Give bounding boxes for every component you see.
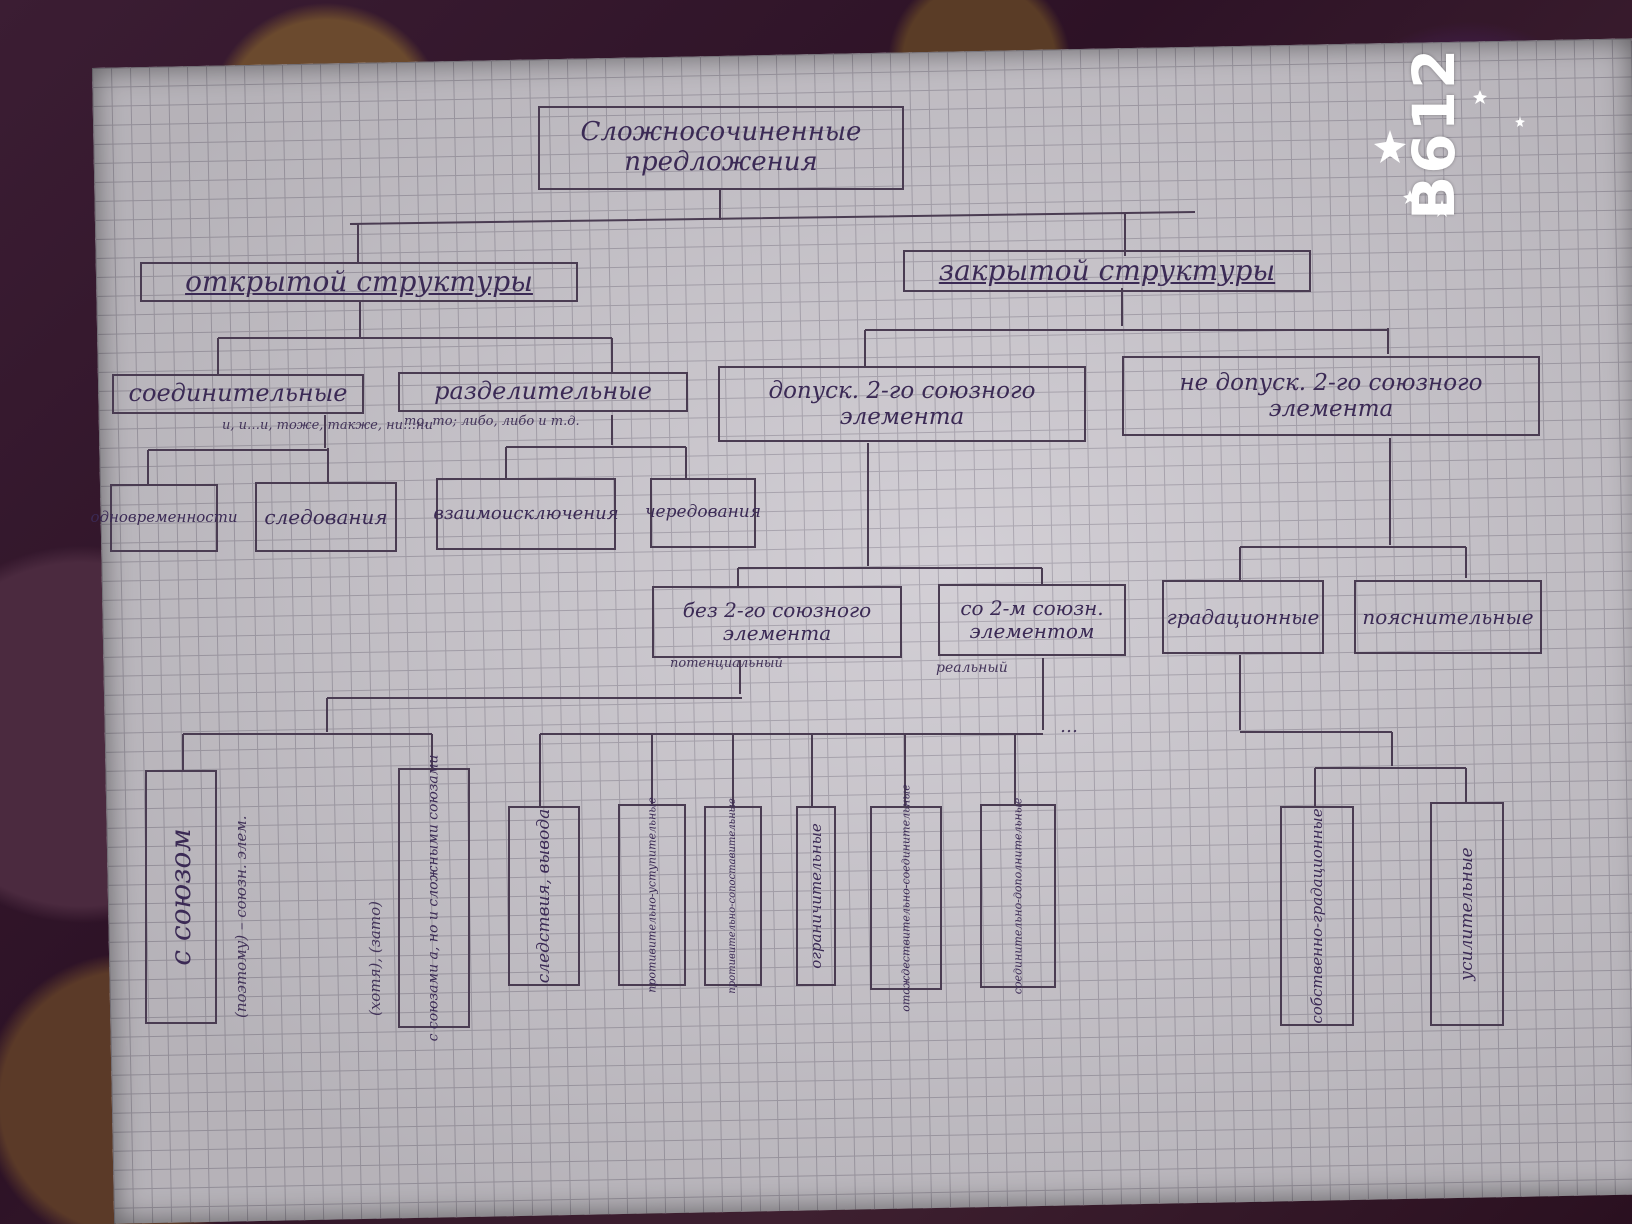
without-second-note: потенциальный: [670, 656, 783, 671]
alternation-box: чередования: [645, 478, 761, 548]
connective-label: соединительные: [128, 379, 348, 408]
without-second-label: без 2-го союзного элемента: [682, 598, 872, 645]
intensifying-label: усилительные: [1456, 847, 1477, 981]
sequence-box: следования: [255, 482, 397, 552]
connector-not-allows: [1239, 438, 1467, 580]
with-second-note: реальный: [936, 660, 1008, 676]
simultaneity-label: одновременности: [90, 508, 238, 527]
adversative-label: противительно-уступительные: [645, 797, 659, 993]
with-unions2-box: с союзами а, но и сложными союзами: [398, 755, 470, 1041]
consequence-box: следствия, вывода: [508, 806, 580, 986]
connective-adversative-label: отождествительно-соединительные: [899, 784, 913, 1012]
ellipsis-mark: …: [1060, 716, 1078, 737]
disjunctive-note: то, то; либо, либо и т.д.: [404, 414, 580, 429]
closed-structure-box: закрытой структуры: [903, 250, 1311, 292]
with-second-label: со 2-м союзн. элементом: [960, 596, 1104, 643]
root-title: Сложносочиненные предложения: [580, 117, 862, 177]
mutual-exclusion-label: взаимоисключения: [433, 502, 619, 524]
allows-second-label: допуск. 2-го союзного элемента: [768, 377, 1036, 430]
allows-second-box: допуск. 2-го союзного элемента: [718, 366, 1086, 442]
connective-note: и, и…и, тоже, также, ни…ни: [222, 418, 433, 433]
explanatory-label: пояснительные: [1362, 604, 1534, 629]
sequence-label: следования: [264, 504, 388, 529]
sparkle-icon: [1374, 90, 1525, 217]
explanatory-box: пояснительные: [1354, 580, 1542, 654]
mutual-exclusion-box: взаимоисключения: [433, 478, 619, 550]
open-structure-label: открытой структуры: [185, 264, 533, 298]
connector-open: [217, 300, 613, 374]
adversative-comparative-label: противительно-сопоставительные: [727, 798, 738, 994]
connective-box: соединительные: [112, 374, 364, 414]
adversative-box: противительно-уступительные: [618, 797, 686, 993]
connective-additional-box: соединительно-дополнительные: [980, 798, 1056, 994]
not-allows-second-label: не допуск. 2-го союзного элемента: [1179, 369, 1483, 422]
closed-structure-label: закрытой структуры: [938, 253, 1276, 287]
connector-without-second: [182, 660, 742, 770]
connector-allows: [737, 443, 1043, 586]
connector-gradational: [1239, 655, 1467, 806]
not-allows-second-box: не допуск. 2-го союзного элемента: [1122, 356, 1540, 436]
without-second-box: без 2-го союзного элемента: [652, 586, 902, 658]
connector-root: [349, 190, 1196, 262]
with-unions2-label: с союзами а, но и сложными союзами: [425, 754, 442, 1042]
disjunctive-box: разделительные: [398, 372, 688, 412]
disjunctive-label: разделительные: [434, 377, 652, 406]
with-union-note: (поэтому) – союзн. элем.: [232, 815, 250, 1019]
intensifying-box: усилительные: [1430, 802, 1504, 1026]
consequence-label: следствия, вывода: [533, 808, 554, 984]
open-structure-box: открытой структуры: [140, 262, 578, 302]
connector-closed: [864, 288, 1389, 366]
restrictive-label: ограничительные: [807, 823, 825, 969]
root-box: Сложносочиненные предложения: [538, 106, 904, 190]
with-unions2-note: (хотя), (зато): [366, 901, 384, 1016]
gradational-label: градационные: [1166, 604, 1320, 629]
connective-additional-label: соединительно-дополнительные: [1011, 797, 1025, 995]
with-union-box: с союзом: [145, 770, 217, 1024]
restrictive-box: ограничительные: [796, 806, 836, 986]
proper-gradational-box: собственно-градационные: [1280, 806, 1354, 1026]
with-second-box: со 2-м союзн. элементом: [938, 584, 1126, 656]
connector-connective: [147, 415, 329, 484]
connector-disjunctive: [505, 415, 687, 478]
proper-gradational-label: собственно-градационные: [1308, 808, 1326, 1024]
connective-adversative-box: отождествительно-соединительные: [870, 784, 942, 1012]
connector-with-second: [539, 658, 1044, 806]
gradational-box: градационные: [1162, 580, 1324, 654]
simultaneity-box: одновременности: [90, 484, 238, 552]
alternation-label: чередования: [644, 502, 762, 523]
adversative-comparative-box: противительно-сопоставительные: [704, 798, 762, 994]
with-union-label: с союзом: [164, 828, 198, 966]
